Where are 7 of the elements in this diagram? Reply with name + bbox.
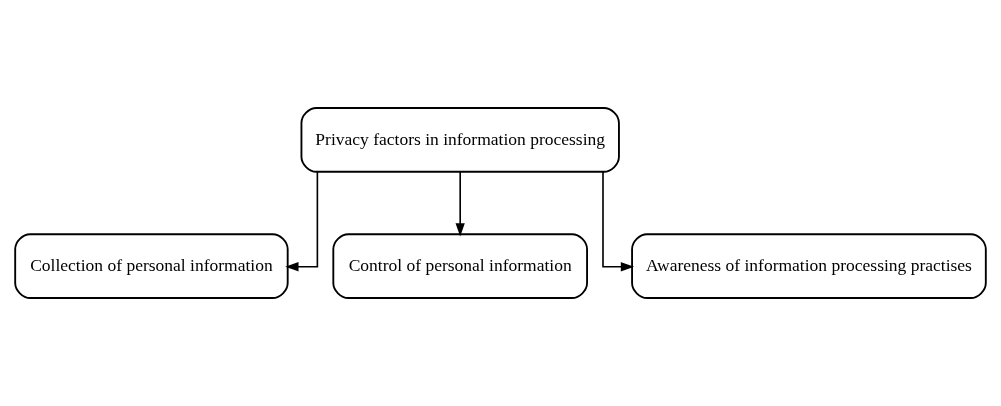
node-box: Control of personal information [332, 233, 588, 299]
arrow [602, 171, 635, 272]
node-box: Privacy factors in information processing [300, 107, 620, 173]
arrow [285, 171, 319, 272]
node-box: Collection of personal information [14, 233, 289, 299]
arrow [455, 171, 465, 237]
node-box: Awareness of information processing practises [631, 233, 987, 299]
